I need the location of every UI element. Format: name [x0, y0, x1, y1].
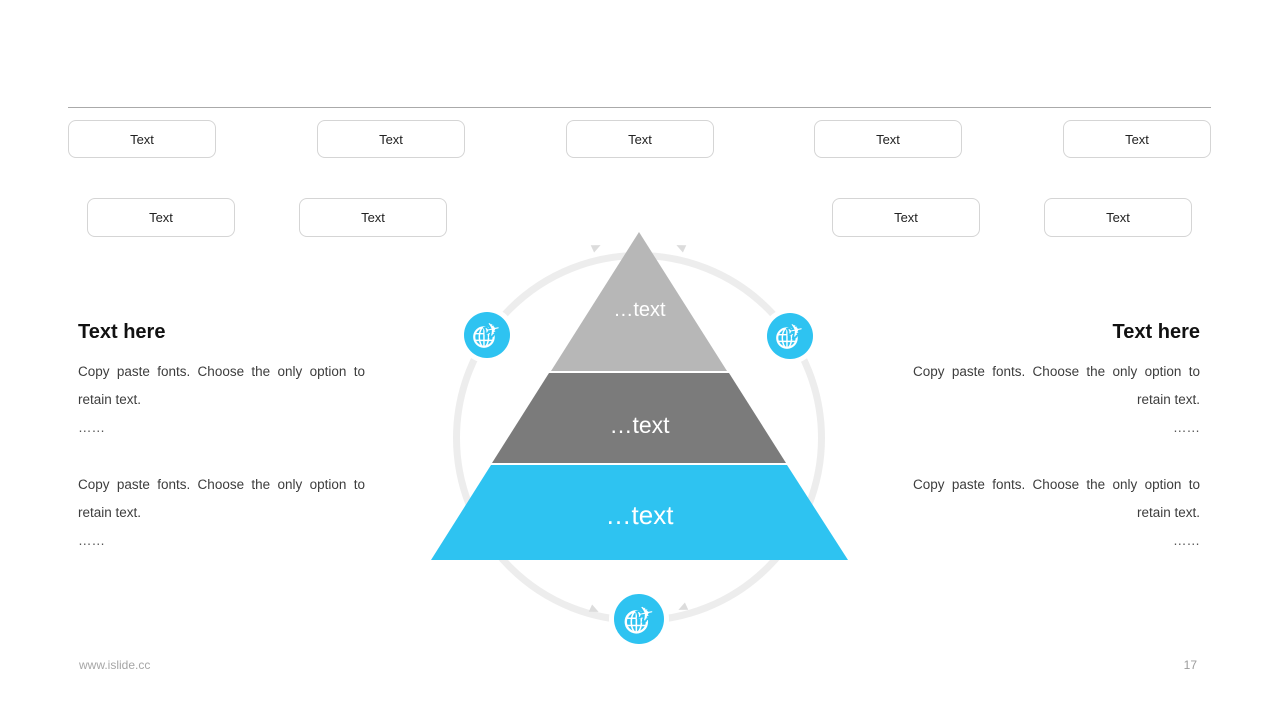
paragraph-ellipsis: ……: [78, 533, 105, 548]
text-box-label: Text: [130, 131, 154, 147]
paragraph-ellipsis: ……: [1173, 420, 1200, 435]
paragraph-text: Copy paste fonts. Choose the only option…: [913, 477, 1200, 520]
text-box[interactable]: Text: [317, 120, 465, 158]
svg-text:✈: ✈: [635, 600, 656, 626]
text-box-label: Text: [876, 131, 900, 147]
text-box[interactable]: Text: [299, 198, 447, 237]
section-title: Text here: [78, 321, 166, 343]
text-box[interactable]: Text: [566, 120, 714, 158]
paragraph-ellipsis: ……: [78, 420, 105, 435]
text-box-label: Text: [1106, 210, 1130, 225]
pyramid-level-label: …text: [613, 299, 666, 321]
globe-airplane-icon[interactable]: ✈: [464, 312, 510, 358]
pyramid-level-bottom: [431, 465, 848, 560]
text-box-label: Text: [1125, 131, 1149, 147]
footer-website-link[interactable]: www.islide.cc: [79, 658, 151, 672]
left-text-panel: Text here Copy paste fonts. Choose the o…: [78, 320, 365, 555]
text-box-label: Text: [379, 131, 403, 147]
globe-airplane-icon[interactable]: ✈: [767, 313, 813, 359]
text-box[interactable]: Text: [832, 198, 980, 237]
paragraph-block: Copy paste fonts. Choose the only option…: [913, 471, 1200, 555]
text-box[interactable]: Text: [1063, 120, 1211, 158]
pyramid-level-label: …text: [605, 500, 674, 530]
paragraph-block: Copy paste fonts. Choose the only option…: [913, 358, 1200, 442]
svg-text:✈: ✈: [483, 318, 502, 342]
globe-airplane-icon[interactable]: ✈: [614, 594, 664, 644]
globe-airplane-glyph: ✈: [624, 599, 657, 634]
globe-airplane-glyph: ✈: [473, 317, 504, 348]
paragraph-text: Copy paste fonts. Choose the only option…: [913, 364, 1200, 407]
svg-text:✈: ✈: [786, 319, 805, 343]
text-box[interactable]: Text: [814, 120, 962, 158]
pyramid-diagram: …text …text …text: [431, 232, 848, 560]
text-box-label: Text: [361, 210, 385, 225]
pyramid-level-label: …text: [609, 412, 670, 438]
text-box[interactable]: Text: [1044, 198, 1192, 237]
right-text-panel: Text here Copy paste fonts. Choose the o…: [913, 320, 1200, 555]
paragraph-block: Copy paste fonts. Choose the only option…: [78, 358, 365, 442]
paragraph-text: Copy paste fonts. Choose the only option…: [78, 364, 365, 407]
top-divider: [68, 107, 1211, 108]
paragraph-text: Copy paste fonts. Choose the only option…: [78, 477, 365, 520]
pyramid-level-middle: [492, 373, 786, 463]
paragraph-block: Copy paste fonts. Choose the only option…: [78, 471, 365, 555]
globe-airplane-glyph: ✈: [776, 318, 807, 349]
text-box[interactable]: Text: [68, 120, 216, 158]
section-title: Text here: [1112, 321, 1200, 343]
text-box-label: Text: [894, 210, 918, 225]
footer-page-number: 17: [1183, 658, 1197, 672]
paragraph-ellipsis: ……: [1173, 533, 1200, 548]
text-box[interactable]: Text: [87, 198, 235, 237]
text-box-label: Text: [628, 131, 652, 147]
text-box-label: Text: [149, 210, 173, 225]
